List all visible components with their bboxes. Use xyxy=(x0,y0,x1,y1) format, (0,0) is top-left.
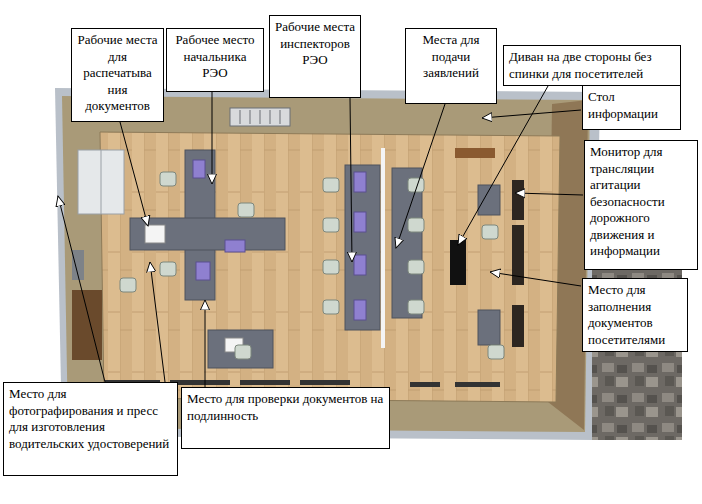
plan-part xyxy=(345,165,380,330)
callout-box: Место для проверки документов на подлинн… xyxy=(181,387,390,449)
plan-part xyxy=(323,260,339,274)
plan-part xyxy=(458,86,548,245)
sofa xyxy=(450,240,466,285)
plan-part xyxy=(455,382,500,387)
plan-part xyxy=(205,300,206,387)
plan-part xyxy=(482,110,581,118)
plan-part xyxy=(212,92,213,184)
callout-box: Диван на две стороны без спинки для посе… xyxy=(503,45,681,86)
wall-items xyxy=(72,108,524,387)
callout-text: Место для проверки документов на подлинн… xyxy=(187,391,384,424)
printer xyxy=(145,225,165,243)
callout-text: Рабочие места инспекторов РЭО xyxy=(275,19,355,69)
plan-part xyxy=(193,160,205,178)
plan-part xyxy=(120,278,136,292)
plan-part xyxy=(482,225,498,239)
plan-part xyxy=(225,240,245,252)
plan-part xyxy=(120,122,148,226)
plan-part xyxy=(100,132,560,402)
plan-part xyxy=(160,172,176,186)
plan-part xyxy=(196,262,210,280)
callout-box: Место для заполнения документов посетите… xyxy=(582,278,688,352)
callout-box: Монитор для трансляции агитации безопасн… xyxy=(584,140,698,270)
plan-part xyxy=(350,98,352,262)
plan-part xyxy=(270,110,271,124)
plan-part xyxy=(515,193,583,195)
callout-box: Рабочие места инспекторов РЭО xyxy=(269,15,361,98)
plan-part xyxy=(488,345,504,359)
divider xyxy=(381,148,385,348)
plan-part xyxy=(408,218,424,232)
plan-part xyxy=(490,272,581,286)
plan-part xyxy=(408,260,424,274)
plan-part xyxy=(235,345,251,359)
callout-box: Место для фотографирования и пресс для и… xyxy=(3,382,178,476)
plan-part xyxy=(260,110,261,124)
callout-text: Место для фотографирования и пресс для и… xyxy=(9,386,172,452)
plan-part xyxy=(323,178,339,192)
plan-part xyxy=(280,110,281,124)
plan-part xyxy=(72,290,102,360)
callout-text: Монитор для трансляции агитации безопасн… xyxy=(590,144,692,260)
plan-part xyxy=(323,218,339,232)
plan-part xyxy=(170,380,230,385)
plan-part xyxy=(512,180,524,220)
callout-text: Место для заполнения документов посетите… xyxy=(588,282,682,348)
plan-part xyxy=(208,330,273,368)
plan-part xyxy=(478,310,500,345)
plan-part xyxy=(354,172,366,192)
plan-part xyxy=(455,148,495,158)
plan-part xyxy=(240,380,290,385)
chairs xyxy=(120,172,504,359)
plan-part xyxy=(230,108,290,126)
callout-text: Стол информации xyxy=(588,89,675,122)
plan-part xyxy=(410,382,440,387)
plan-part xyxy=(150,262,165,382)
callout-text: Диван на две стороны без спинки для посе… xyxy=(509,49,675,82)
plan-part xyxy=(396,104,445,248)
plan-part xyxy=(408,300,424,314)
plan-part xyxy=(300,380,350,385)
plan-part xyxy=(78,150,124,214)
plan-part xyxy=(354,255,366,275)
callout-text: Рабочие места для распечатыва ния докуме… xyxy=(77,32,158,115)
plan-part xyxy=(512,305,524,347)
callout-box: Рабочие места для распечатыва ния докуме… xyxy=(71,28,164,122)
leader-lines xyxy=(58,86,583,387)
plan-part xyxy=(323,300,339,314)
plan-part xyxy=(250,110,251,124)
callout-box: Рабочее место начальника РЭО xyxy=(166,28,264,92)
callout-box: Места для подачи заявлений xyxy=(405,28,497,104)
plan-part xyxy=(101,150,102,214)
callout-box: Стол информации xyxy=(582,85,681,130)
callout-text: Рабочее место начальника РЭО xyxy=(172,32,258,82)
plan-part xyxy=(160,262,176,276)
plan-part xyxy=(58,196,105,382)
plan-part xyxy=(238,203,254,217)
desks xyxy=(130,150,500,368)
plan-part xyxy=(130,218,285,250)
monitors xyxy=(193,160,366,320)
callout-text: Места для подачи заявлений xyxy=(411,32,491,82)
plan-part xyxy=(240,110,241,124)
plan-part xyxy=(354,212,366,232)
plan-part xyxy=(354,300,366,320)
